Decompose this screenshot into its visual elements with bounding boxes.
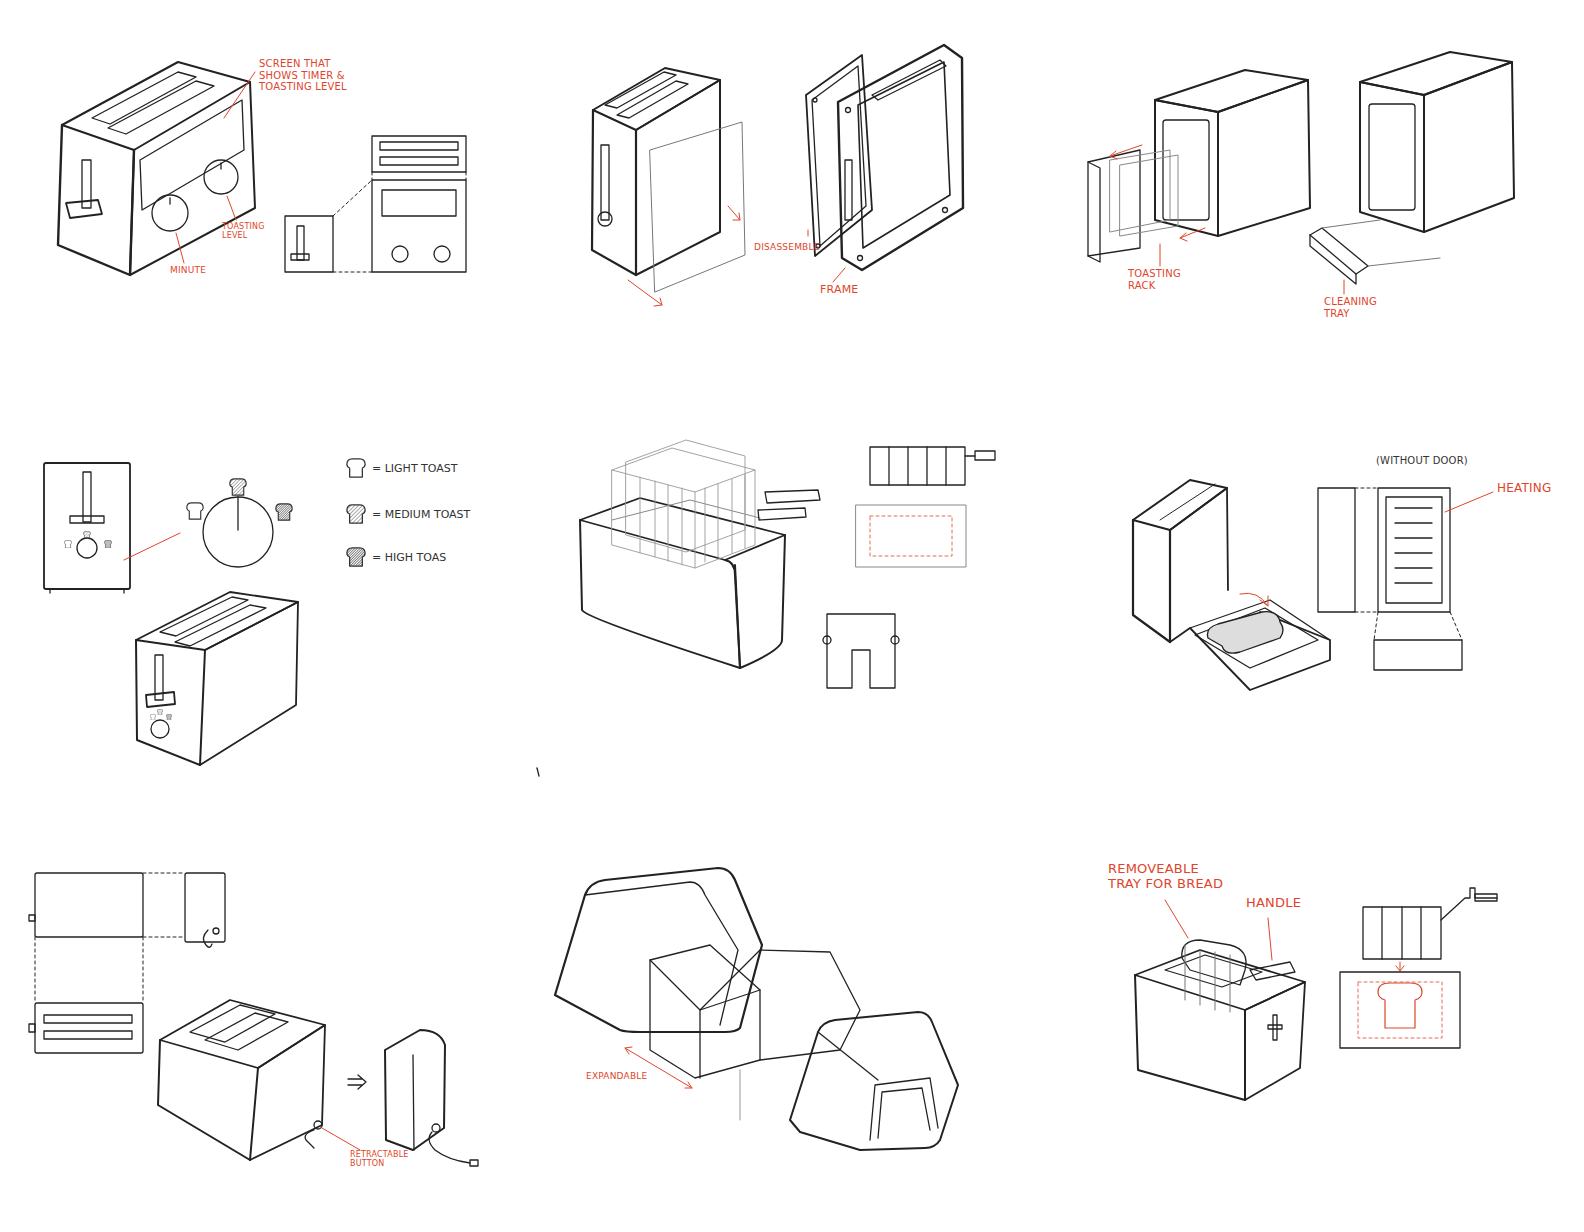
annotation-label: TOASTING LEVEL <box>222 222 262 240</box>
panel-door-toaster <box>1133 480 1493 690</box>
panel-disassemble <box>592 45 963 306</box>
annotation-label: EXPANDABLE <box>586 1071 686 1081</box>
panel-lift-rack <box>537 440 995 776</box>
panel-rack-and-tray <box>1088 52 1514 294</box>
panel-toast-dial <box>44 459 365 765</box>
panel-removeable-tray <box>1135 888 1497 1100</box>
annotation-label: HEATING <box>1497 482 1577 496</box>
annotation-label: MINUTE <box>170 265 230 275</box>
annotation-label: DISASSEMBLE <box>754 242 834 252</box>
annotation-label: (WITHOUT DOOR) <box>1376 455 1506 467</box>
annotation-label: CLEANING TRAY <box>1324 296 1384 319</box>
annotation-label: REMOVEABLE TRAY FOR BREAD <box>1108 862 1226 892</box>
panel-screen-toaster <box>58 62 466 275</box>
annotation-label: HANDLE <box>1246 896 1326 911</box>
annotation-label: FRAME <box>820 284 880 297</box>
annotation-label: RETRACTABLE BUTTON <box>350 1150 408 1168</box>
annotation-label: SCREEN THAT SHOWS TIMER & TOASTING LEVEL <box>259 58 354 93</box>
panel-retractable-cord <box>29 873 478 1166</box>
panel-expandable <box>555 868 958 1150</box>
legend-text: = HIGH TOAS <box>372 551 446 564</box>
legend-text: = MEDIUM TOAST <box>372 508 470 521</box>
annotation-label: TOASTING RACK <box>1128 268 1192 291</box>
legend-text: = LIGHT TOAST <box>372 462 458 475</box>
